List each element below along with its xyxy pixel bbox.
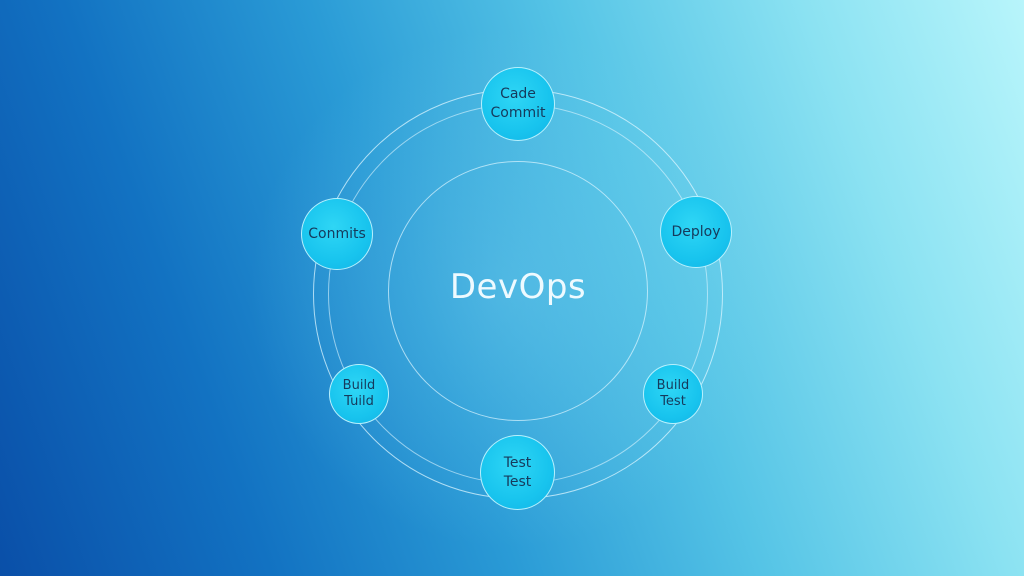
node-build-test-line2: Test	[660, 394, 686, 409]
node-build-test-line1: Build	[656, 378, 690, 393]
node-test-line1: Test	[503, 454, 532, 471]
node-deploy: Deploy	[660, 196, 732, 268]
node-code-commit-line2: Commit	[490, 105, 546, 121]
node-deploy-label: Deploy	[671, 223, 721, 240]
node-test: Test Test	[480, 435, 555, 510]
node-code-commit: Cade Commit	[481, 67, 555, 141]
node-build-build-line1: Build	[342, 378, 376, 393]
node-code-commit-line1: Cade	[500, 86, 536, 102]
node-build-build: Build Tuild	[329, 364, 389, 424]
node-commits: Conmits	[301, 198, 373, 270]
node-build-build-line2: Tuild	[344, 394, 374, 409]
node-commits-label: Conmits	[308, 225, 366, 242]
node-test-line2: Test	[503, 473, 532, 490]
center-title: DevOps	[449, 267, 587, 307]
inner-center-ring	[388, 161, 648, 421]
node-build-test: Build Test	[643, 364, 703, 424]
